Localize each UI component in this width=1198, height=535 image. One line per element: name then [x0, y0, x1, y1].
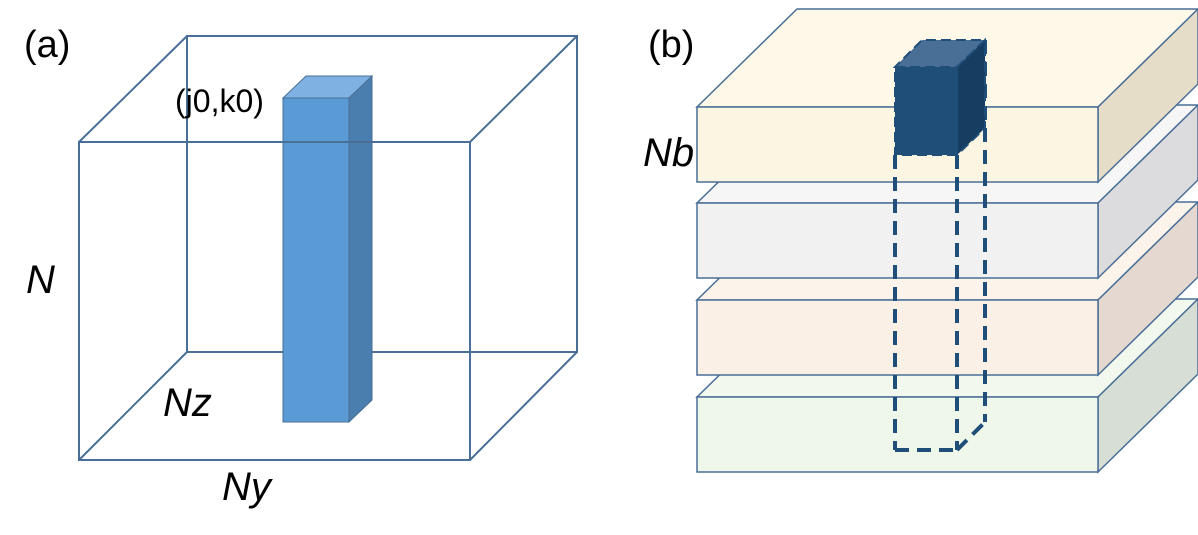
column-bar — [281, 74, 374, 424]
axis-label-n: N — [26, 258, 55, 302]
grid-box-edge-top-right — [469, 35, 578, 143]
panel-a: (a) (j0,k0) N Nz Ny — [24, 24, 578, 509]
dashed-column-bottom-diagonal — [955, 420, 987, 452]
column-bar-front — [282, 97, 350, 423]
layer-4-front-face — [696, 396, 1099, 473]
panel-b-label: (b) — [648, 24, 694, 66]
solid-cube-top — [892, 39, 988, 68]
column-coordinate-label: (j0,k0) — [175, 83, 264, 119]
solid-cube — [892, 37, 988, 158]
solid-cube-front — [894, 66, 958, 156]
axis-label-nz: Nz — [163, 381, 212, 425]
grid-box-edge-top-left — [78, 35, 188, 143]
panel-b: (b) Nb — [643, 7, 1198, 474]
grid-box-edge-bottom-right — [469, 351, 578, 461]
layer-2-front-face — [696, 202, 1099, 279]
grid-box-front — [78, 35, 578, 461]
layer-3-front-face — [696, 299, 1099, 376]
grid-box — [78, 35, 578, 461]
axis-label-ny: Ny — [222, 465, 274, 509]
grid-box-back-face — [186, 35, 578, 353]
grid-box-front-face — [78, 141, 471, 461]
axis-label-nb: Nb — [643, 131, 694, 175]
column-bar-side — [348, 74, 373, 424]
panel-a-label: (a) — [24, 24, 70, 66]
grid-box-edge-bottom-left — [78, 351, 188, 461]
dashed-column — [893, 40, 987, 452]
